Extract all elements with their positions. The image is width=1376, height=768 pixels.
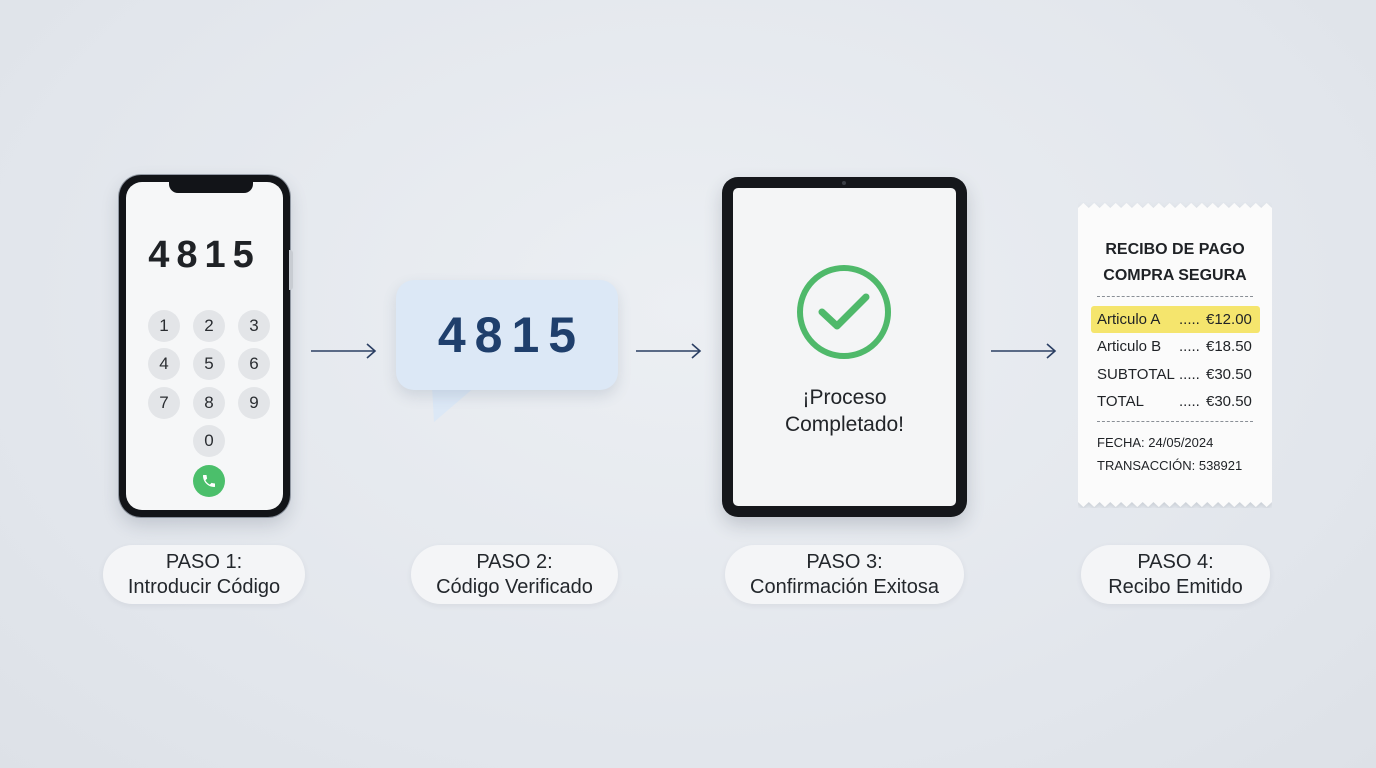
step-label-1: PASO 1: Introducir Código — [103, 545, 305, 604]
receipt-item-name: TOTAL — [1097, 393, 1144, 410]
step-number: PASO 2: — [476, 550, 553, 573]
bubble-code: 4815 — [437, 307, 586, 363]
keypad-key-8[interactable]: 8 — [193, 387, 225, 419]
phone-call-icon — [203, 475, 215, 487]
keypad-key-6[interactable]: 6 — [238, 348, 270, 380]
receipt-item-price: €12.00 — [1206, 311, 1252, 328]
receipt-item-name: SUBTOTAL — [1097, 366, 1175, 383]
receipt-item-dots: ..... — [1179, 311, 1200, 328]
receipt-item-dots: ..... — [1179, 393, 1200, 410]
receipt-item-price: €30.50 — [1206, 366, 1252, 383]
keypad-key-1[interactable]: 1 — [148, 310, 180, 342]
keypad-key-4[interactable]: 4 — [148, 348, 180, 380]
receipt-paper — [1078, 203, 1272, 507]
step-label-4: PASO 4: Recibo Emitido — [1081, 545, 1270, 604]
phone-device: 4815 1 2 3 4 5 6 7 8 9 0 — [119, 175, 290, 517]
step-number: PASO 1: — [165, 550, 243, 573]
keypad-key-7[interactable]: 7 — [148, 387, 180, 419]
bubble-tail — [432, 386, 476, 422]
receipt-item-price: €30.50 — [1206, 393, 1252, 410]
phone-side-button — [289, 250, 293, 290]
arrow-icon — [991, 343, 1057, 359]
receipt-divider — [1097, 421, 1253, 422]
phone-code-display: 4815 — [148, 234, 261, 276]
receipt-highlight — [1091, 306, 1260, 333]
success-message-line2: Completado! — [784, 413, 905, 436]
keypad-key-2[interactable]: 2 — [193, 310, 225, 342]
receipt-item-dots: ..... — [1179, 366, 1200, 383]
receipt-date: FECHA: 24/05/2024 — [1097, 435, 1214, 450]
receipt-divider — [1097, 296, 1253, 297]
tablet-device: ¡Proceso Completado! — [722, 177, 967, 517]
checkmark-circle-icon — [797, 265, 891, 359]
receipt-item-name: Articulo B — [1097, 338, 1162, 355]
arrow-icon — [311, 343, 377, 359]
keypad-key-3[interactable]: 3 — [238, 310, 270, 342]
keypad-key-5[interactable]: 5 — [193, 348, 225, 380]
receipt-item-dots: ..... — [1179, 338, 1200, 355]
step-label-2: PASO 2: Código Verificado — [411, 545, 618, 604]
sms-code-bubble: 4815 — [396, 280, 618, 390]
step-label-3: PASO 3: Confirmación Exitosa — [725, 545, 964, 604]
call-button[interactable] — [193, 465, 225, 497]
receipt-title-line1: RECIBO DE PAGO — [1105, 241, 1245, 258]
step-description: Código Verificado — [436, 575, 593, 598]
keypad-key-0[interactable]: 0 — [193, 425, 225, 457]
success-message-line1: ¡Proceso — [802, 386, 887, 409]
step-description: Introducir Código — [127, 575, 281, 598]
step-number: PASO 3: — [806, 550, 883, 573]
receipt-transaction: TRANSACCIÓN: 538921 — [1097, 458, 1243, 473]
arrow-icon — [636, 343, 702, 359]
step-description: Recibo Emitido — [1108, 575, 1243, 598]
receipt-title-line2: COMPRA SEGURA — [1103, 267, 1247, 284]
phone-notch — [169, 182, 253, 193]
tablet-camera — [842, 181, 846, 185]
receipt-item-name: Articulo A — [1097, 311, 1161, 328]
step-description: Confirmación Exitosa — [750, 575, 939, 598]
receipt-item-price: €18.50 — [1206, 338, 1252, 355]
tablet-screen: ¡Proceso Completado! — [733, 188, 956, 506]
phone-screen: 4815 1 2 3 4 5 6 7 8 9 0 — [126, 182, 283, 510]
keypad-key-9[interactable]: 9 — [238, 387, 270, 419]
step-number: PASO 4: — [1137, 550, 1214, 573]
success-message: ¡Proceso Completado! — [733, 384, 956, 438]
